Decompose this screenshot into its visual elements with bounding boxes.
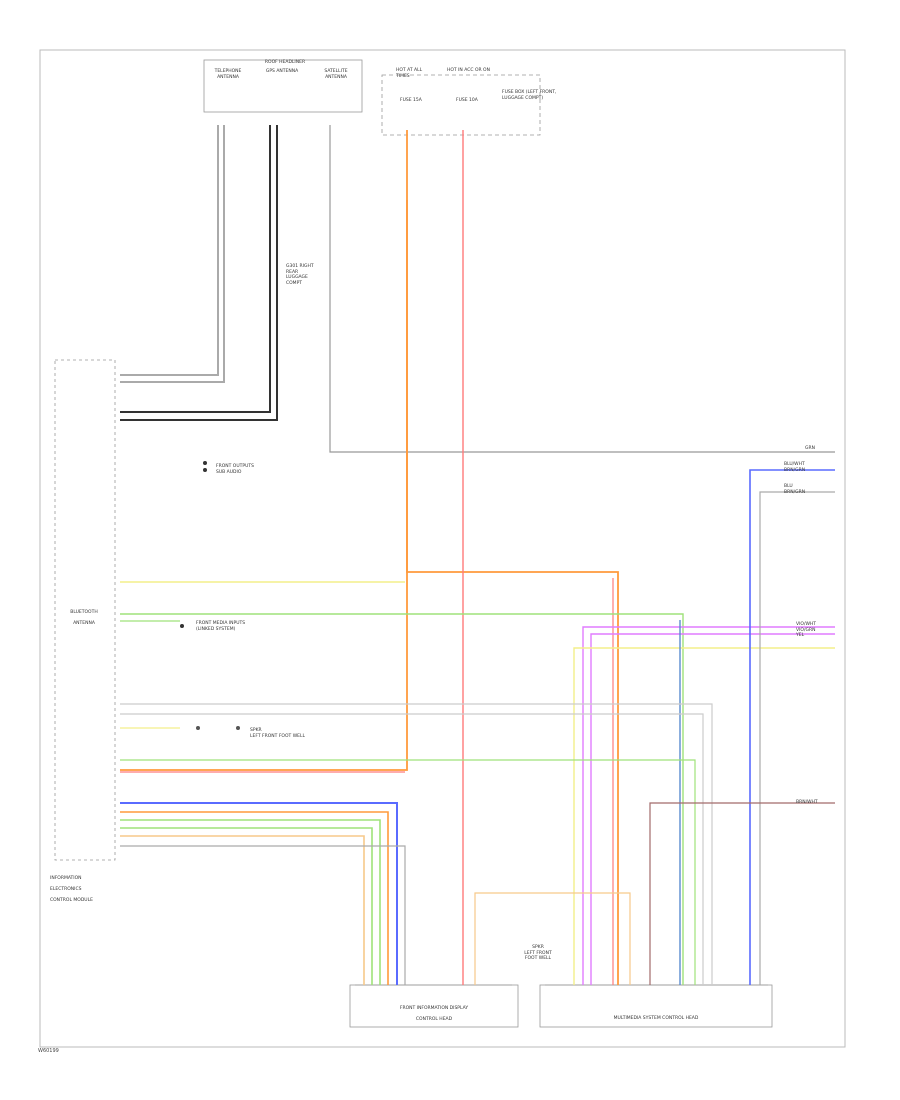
wire-red-right: [612, 578, 614, 985]
fuse-head-acc: HOT IN ACC OR ON: [447, 68, 490, 73]
wire-green-bundle-1: [120, 819, 381, 985]
info-line-2: ELECTRONICS: [50, 886, 82, 892]
splice-dot-3: [180, 624, 184, 628]
bluetooth-antenna-label: BLUETOOTH ANTENNA: [58, 604, 110, 626]
infotainment-left-label: INFORMATION ELECTRONICS CONTROL MODULE: [50, 870, 120, 903]
multimedia-label: MULTIMEDIA SYSTEM CONTROL HEAD: [540, 1010, 772, 1021]
wire-blue-right: [749, 469, 835, 985]
bluetooth-line-1: BLUETOOTH: [70, 609, 98, 615]
splice-dot-5: [236, 726, 240, 730]
front-outputs-label: FRONT OUTPUTS SUB AUDIO: [216, 464, 254, 475]
wire-white-2: [120, 713, 704, 985]
wire-white-1: [120, 703, 713, 985]
wire-black-2: [120, 125, 278, 421]
wire-gray-1: [120, 125, 219, 376]
top-connector-gps: GPS ANTENNA: [265, 69, 299, 74]
wire-orange-down: [120, 200, 408, 771]
front-speaker-label: SPKR LEFT FRONT FOOT WELL: [250, 728, 305, 739]
front-media-label: FRONT MEDIA INPUTS (LINKED SYSTEM): [196, 621, 246, 632]
right-tag-2: BLU/WHT BRN/GRN: [784, 462, 806, 473]
splice-dot-4: [196, 726, 200, 730]
info-line-3: CONTROL MODULE: [50, 897, 93, 903]
right-tag-3: BLU BRN/GRN: [784, 484, 806, 495]
wire-green-3: [120, 759, 696, 985]
top-connector-satellite: SATELLITE ANTENNA: [324, 69, 348, 80]
fuse-head-hot: HOT AT ALL TIMES: [396, 68, 423, 79]
wire-orange-bundle: [120, 811, 389, 985]
top-connector-telephone: TELEPHONE ANTENNA: [214, 69, 242, 80]
top-splice-title: ROOF HEADLINER: [264, 60, 306, 65]
right-tag-1: GRN: [805, 446, 815, 451]
info-line-1: INFORMATION: [50, 875, 82, 881]
right-tag-5: BRN/WHT: [796, 800, 818, 805]
fuse-label-2: FUSE 10A: [456, 98, 478, 103]
top-splice-connector: [203, 59, 363, 113]
wire-black-1: [120, 125, 271, 413]
left-module-box: [54, 359, 116, 861]
wire-green-1: [120, 613, 684, 985]
front-infotainment-label: FRONT INFORMATION DISPLAY CONTROL HEAD: [350, 1000, 518, 1022]
right-tag-4: VIO/WHT VIO/GRN YEL: [796, 622, 817, 638]
wire-gray-2: [120, 125, 225, 383]
fuse-label-1: FUSE 15A: [400, 98, 422, 103]
wire-peach-bundle: [120, 835, 365, 985]
fuse-side-label: FUSE BOX (LEFT FRONT, LUGGAGE COMPT): [502, 90, 557, 101]
wire-gray-satellite: [329, 125, 835, 453]
wire-brown-right: [649, 802, 835, 985]
wire-gray-bundle: [120, 845, 406, 985]
fuse-box: [381, 74, 541, 136]
multimedia-line-1: MULTIMEDIA SYSTEM CONTROL HEAD: [613, 1015, 699, 1021]
diagram-footer-code: W60199: [38, 1048, 59, 1054]
wire-orange-fuse: [406, 130, 619, 985]
front-info-line-1: FRONT INFORMATION DISPLAY: [399, 1005, 469, 1011]
splice-bottom-label: SPKR LEFT FRONT FOOT WELL: [524, 945, 552, 961]
front-info-line-2: CONTROL HEAD: [415, 1016, 453, 1022]
wire-violet-2: [590, 633, 835, 985]
wire-yellow-right: [573, 647, 835, 985]
ground-reference: G301 RIGHT REAR LUGGAGE COMPT: [286, 264, 314, 286]
wire-violet-1: [582, 626, 835, 985]
wire-peach-splice: [474, 892, 631, 985]
bluetooth-line-2: ANTENNA: [73, 620, 95, 626]
splice-dot-2: [203, 468, 207, 472]
diagram-frame: [39, 49, 846, 1048]
splice-dot-1: [203, 461, 207, 465]
wire-green-bundle-2: [120, 827, 373, 985]
wire-blue-bundle: [120, 802, 398, 985]
wire-gray-right-2: [759, 491, 835, 985]
